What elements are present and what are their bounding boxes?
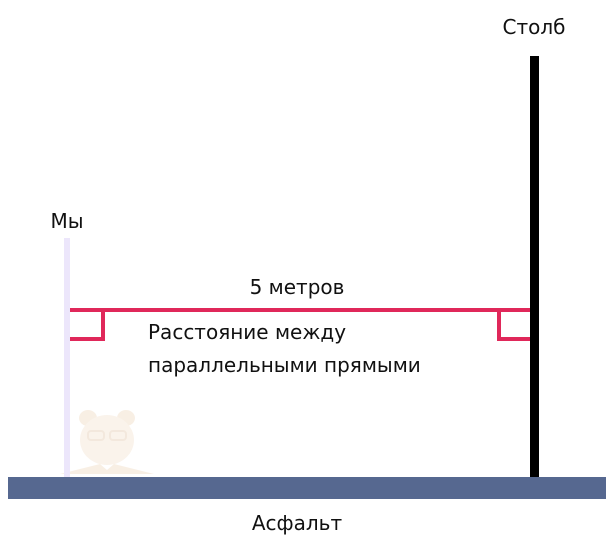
right-angle-marker-left xyxy=(70,310,105,341)
pole-line xyxy=(530,56,539,479)
asphalt-label: Асфальт xyxy=(252,511,343,535)
bear-reading-icon xyxy=(60,410,154,474)
right-angle-marker-right xyxy=(497,310,530,341)
us-label: Мы xyxy=(50,209,83,233)
note-label-line2: параллельными прямыми xyxy=(148,353,421,377)
us-line xyxy=(64,238,70,479)
pole-label: Столб xyxy=(503,15,566,39)
asphalt-strip xyxy=(8,477,606,499)
distance-label: 5 метров xyxy=(250,275,345,299)
note-label-line1: Расстояние между xyxy=(148,320,346,344)
